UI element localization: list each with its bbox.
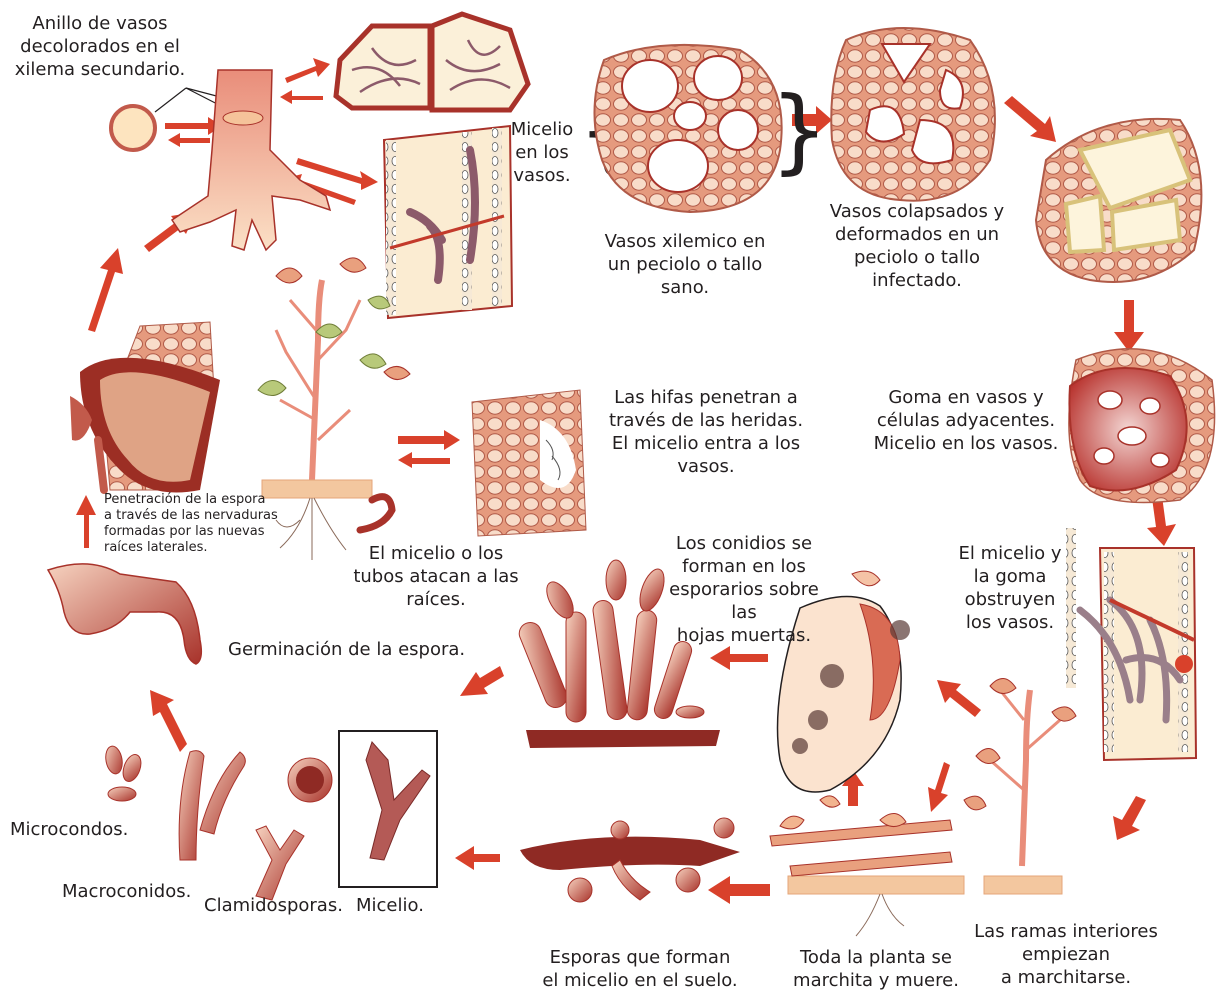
dead-plant-illustration — [770, 796, 964, 936]
vessel-walls-illustration — [1036, 119, 1201, 282]
arrow-icon — [1114, 300, 1144, 352]
label-mycelium-obstruct: El micelio y la goma obstruyen los vasos… — [940, 542, 1080, 634]
arrow-icon — [168, 133, 210, 147]
spore-penetration-illustration — [70, 322, 220, 493]
label-gum-vessels: Goma en vasos y células adyacentes. Mice… — [866, 386, 1066, 455]
arrow-icon — [460, 666, 504, 696]
label-chlamydospores: Clamidosporas. — [204, 894, 354, 917]
wilting-plant-illustration — [964, 678, 1076, 894]
spore-types-illustration — [104, 731, 437, 900]
label-collapsed-vessels: Vasos colapsados y deformados en un peci… — [812, 200, 1022, 292]
arrow-icon — [88, 248, 123, 332]
arrow-icon — [76, 495, 96, 548]
healthy-vessels-illustration: { } — [578, 45, 829, 212]
arrow-icon — [937, 680, 981, 717]
arrow-icon — [285, 58, 330, 83]
arrow-icon — [1147, 496, 1176, 546]
arrow-icon — [1004, 96, 1056, 142]
label-microconidia: Microcondos. — [10, 818, 150, 841]
label-branches-wilt: Las ramas interiores empiezan a marchita… — [966, 920, 1166, 989]
arrow-icon — [150, 690, 187, 752]
label-healthy-vessels: Vasos xilemico en un peciolo o tallo san… — [580, 230, 790, 299]
obstructed-vessels-illustration — [1066, 528, 1196, 760]
label-roots-attack: El micelio o los tubos atacan a las raíc… — [346, 542, 526, 611]
label-ring-vessels: Anillo de vasos decolorados en el xilema… — [2, 12, 198, 81]
arrow-icon — [1113, 796, 1146, 840]
label-spores-soil: Esporas que forman el micelio en el suel… — [530, 946, 750, 992]
vessel-longitudinal-top — [384, 126, 512, 318]
arrow-icon — [455, 846, 500, 870]
label-mycelium-vessels: Micelio en los vasos. — [502, 118, 582, 187]
arrow-icon — [928, 762, 950, 812]
label-germination: Germinación de la espora. — [228, 638, 488, 661]
collapsed-vessels-illustration — [831, 28, 995, 201]
arrow-icon — [398, 452, 450, 468]
gum-vessels-illustration — [1069, 349, 1215, 503]
germination-illustration — [48, 564, 201, 664]
vessel-cells-top — [336, 14, 528, 110]
arrow-icon — [398, 430, 460, 450]
arrow-icon — [710, 646, 768, 670]
label-macroconidia: Macroconidos. — [62, 880, 202, 903]
label-plant-dies: Toda la planta se marchita y muere. — [776, 946, 976, 992]
hyphae-tissue-illustration — [472, 390, 586, 536]
soil-mycelium-illustration — [520, 818, 740, 902]
arrow-icon — [708, 876, 770, 904]
label-mycelium-boxed: Micelio. — [356, 894, 446, 917]
arrow-icon — [280, 90, 323, 104]
label-conidia-form: Los conidios se forman en los esporarios… — [654, 532, 834, 647]
label-hyphae-penetrate: Las hifas penetran a través de las herid… — [596, 386, 816, 478]
label-spore-penetration: Penetración de la espora a través de las… — [104, 492, 304, 556]
